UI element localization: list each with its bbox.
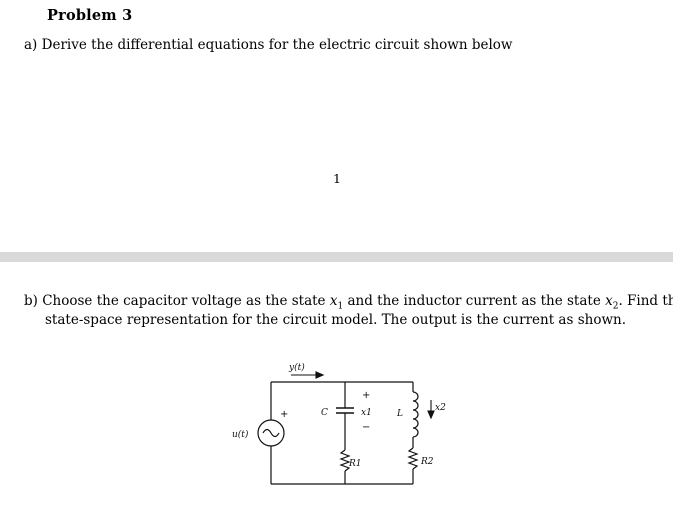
x1-subscript: 1 <box>337 301 344 312</box>
cap-minus-sign: − <box>362 422 370 433</box>
resistor-r2 <box>407 447 419 470</box>
inductor-state-label: x2 <box>435 403 446 413</box>
part-b-label: b) <box>24 293 38 309</box>
part-a-text: Derive the differential equations for th… <box>41 37 513 53</box>
problem-title: Problem 3 <box>47 7 133 24</box>
x2-variable: x <box>605 293 613 309</box>
r2-label: R2 <box>420 457 434 467</box>
part-b-question-line2: state-space representation for the circu… <box>45 312 626 328</box>
capacitor-label: C <box>321 408 328 418</box>
x2-subscript: 2 <box>612 301 619 312</box>
part-b-text-1b: and the inductor current as the state <box>343 293 606 309</box>
r1-label: R1 <box>348 459 362 469</box>
output-label: y(t) <box>288 362 305 373</box>
output-current-arrowhead <box>315 371 325 379</box>
inductor-label: L <box>396 409 403 419</box>
ac-source-icon <box>262 428 280 438</box>
part-b-question-line1: b) Choose the capacitor voltage as the s… <box>24 293 673 312</box>
resistor-r1 <box>339 449 351 472</box>
voltage-source-circle <box>257 419 285 447</box>
inductor-current-arrowhead <box>427 410 435 420</box>
part-b-text-1c: . Find the <box>618 293 673 309</box>
inductor-coil <box>412 391 419 438</box>
page-number: 1 <box>333 171 341 186</box>
cap-plus-sign: + <box>362 390 370 401</box>
part-b-text-1a: Choose the capacitor voltage as the stat… <box>42 293 330 309</box>
source-plus-sign: + <box>280 409 288 420</box>
part-a-label: a) <box>24 37 38 53</box>
page-break-divider <box>0 252 673 262</box>
circuit-diagram: y(t) u(t) + C + x1 − R1 L x2 R2 <box>232 362 446 485</box>
x1-variable: x <box>329 293 338 309</box>
capacitor-state-label: x1 <box>361 408 372 418</box>
part-a-question: a) Derive the differential equations for… <box>24 37 512 53</box>
source-label: u(t) <box>232 429 249 440</box>
